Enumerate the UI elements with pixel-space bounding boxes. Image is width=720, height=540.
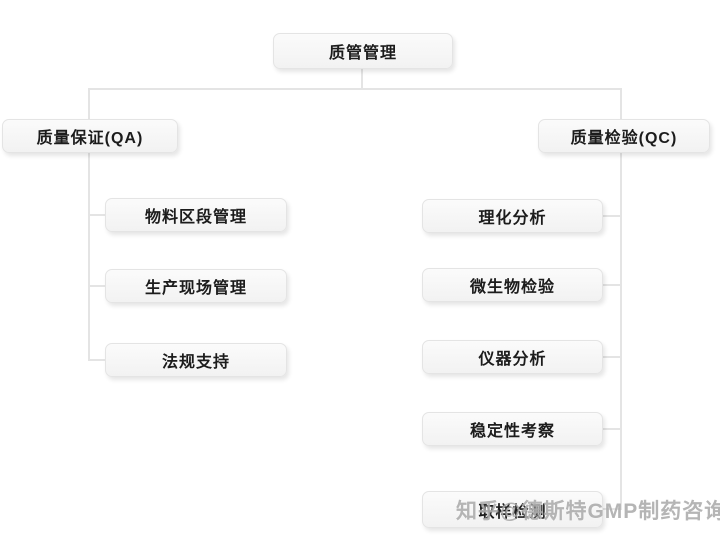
connector-qc-spine bbox=[620, 153, 622, 510]
connector-qa-stub-2 bbox=[88, 285, 105, 287]
node-qc-child-sampling-test: 取样检测 bbox=[422, 491, 603, 528]
node-qa-child-regulatory-support: 法规支持 bbox=[105, 343, 287, 377]
connector-qc-stub-3 bbox=[601, 356, 620, 358]
connector-qc-stub-2 bbox=[601, 284, 620, 286]
connector-qa-spine bbox=[88, 153, 90, 361]
connector-qc-drop bbox=[620, 88, 622, 119]
connector-root-stem bbox=[361, 68, 363, 88]
node-qc-child-instrumental: 仪器分析 bbox=[422, 340, 603, 374]
node-qa-child-production-site: 生产现场管理 bbox=[105, 269, 287, 303]
node-qc-child-physicochemical: 理化分析 bbox=[422, 199, 603, 233]
zhihu-watermark: 知乎@德斯特GMP制药咨询 bbox=[456, 500, 720, 523]
connector-qa-stub-1 bbox=[88, 214, 105, 216]
node-qc-child-stability: 稳定性考察 bbox=[422, 412, 603, 446]
connector-qc-stub-4 bbox=[601, 428, 620, 430]
connector-main-horizontal bbox=[88, 88, 622, 90]
connector-qa-drop bbox=[88, 88, 90, 119]
node-qc-child-microbiology: 微生物检验 bbox=[422, 268, 603, 302]
node-qa-header: 质量保证(QA) bbox=[2, 119, 178, 153]
node-qc-header: 质量检验(QC) bbox=[538, 119, 710, 153]
node-quality-management-root: 质管管理 bbox=[273, 33, 453, 69]
connector-qc-stub-1 bbox=[601, 215, 620, 217]
node-qa-child-material-zone: 物料区段管理 bbox=[105, 198, 287, 232]
connector-qa-stub-3 bbox=[88, 359, 105, 361]
connector-qc-stub-5 bbox=[601, 508, 620, 510]
